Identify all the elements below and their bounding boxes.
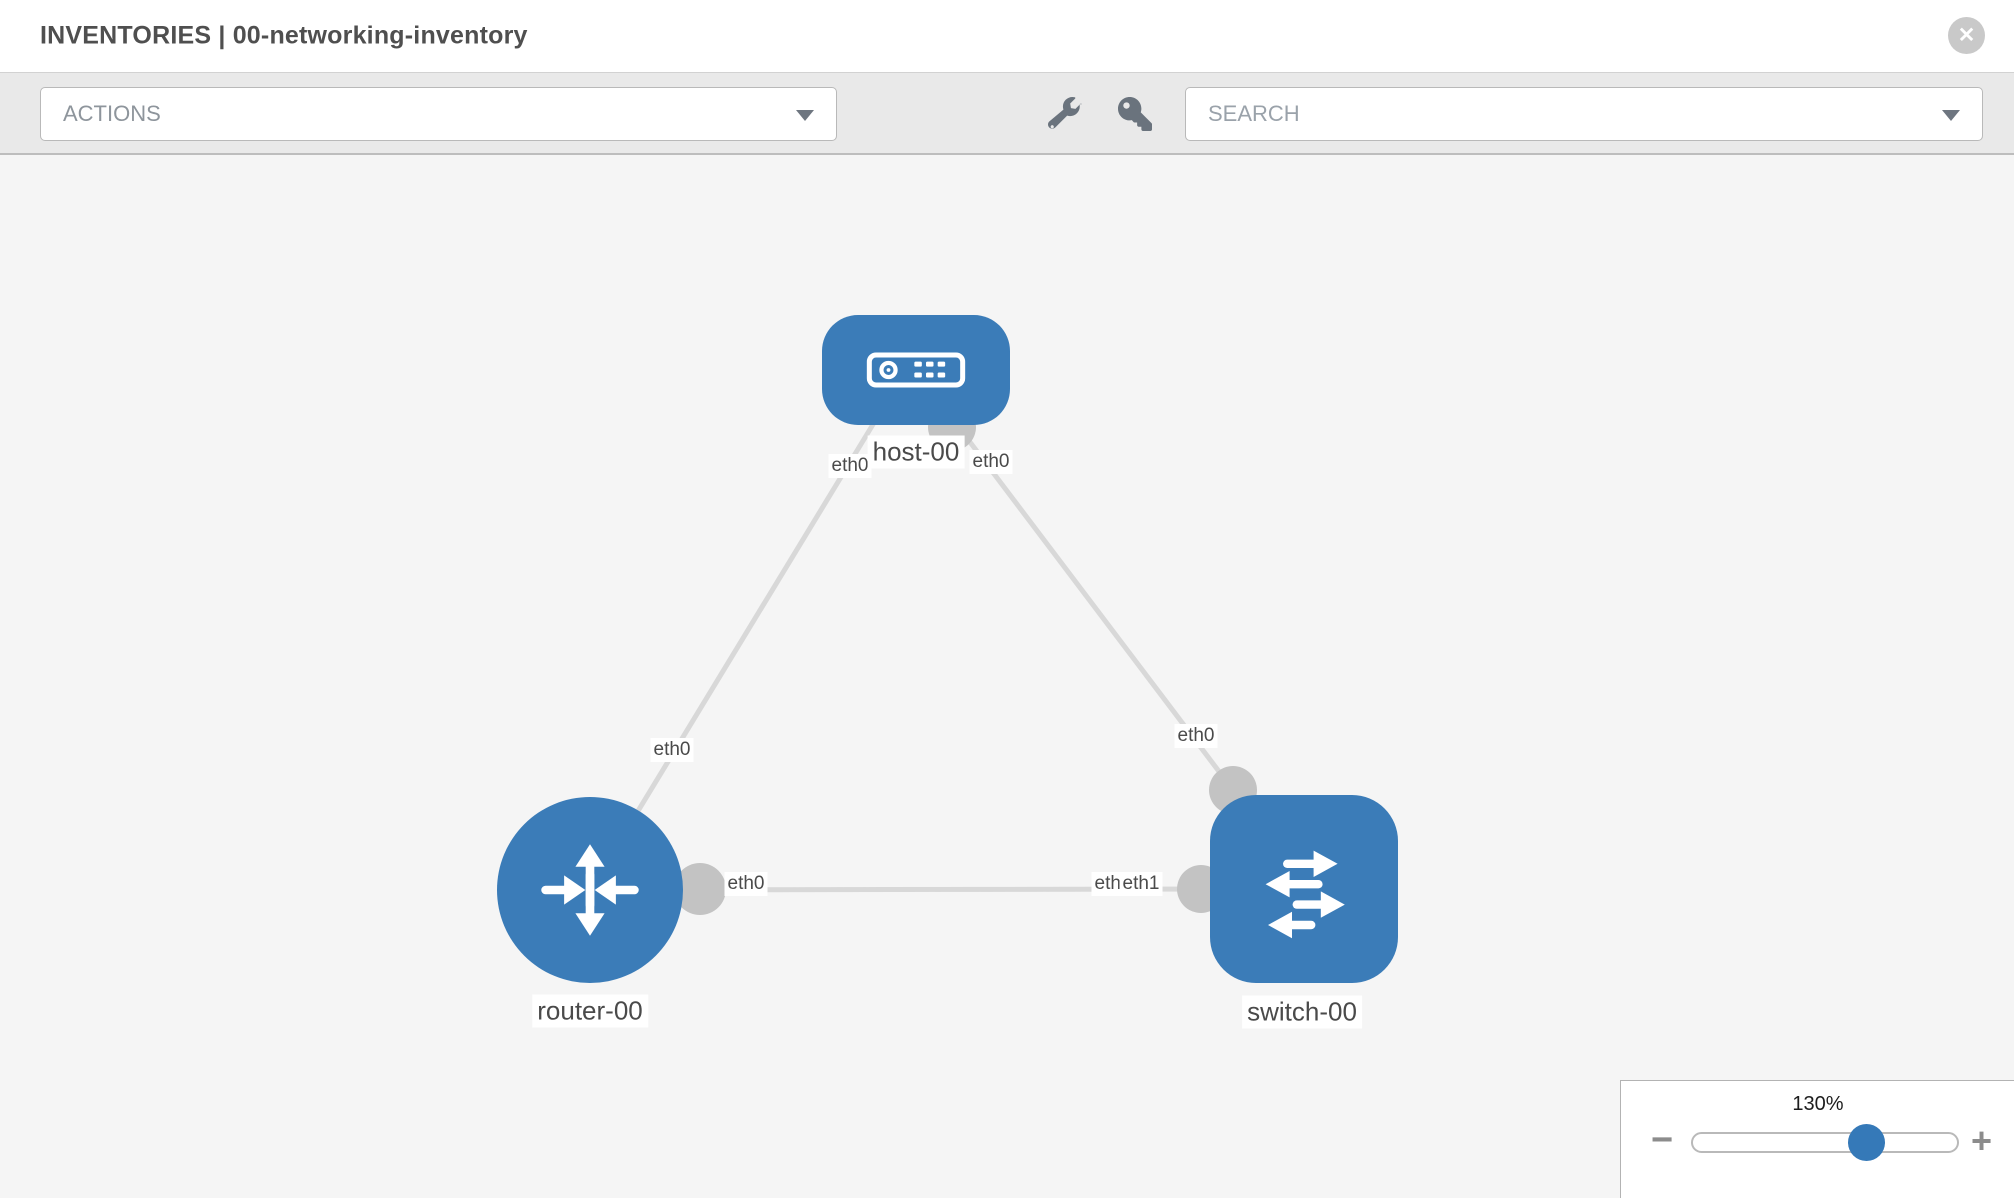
iface-label-horiz-router: eth0 bbox=[724, 872, 768, 896]
switch-icon bbox=[1265, 850, 1345, 939]
toolbar: ACTIONS bbox=[0, 72, 2014, 155]
link-host-router bbox=[587, 401, 889, 892]
host-icon bbox=[866, 352, 966, 388]
configure-button[interactable] bbox=[1046, 95, 1084, 133]
zoom-panel: 130% − + bbox=[1620, 1080, 2014, 1198]
node-label-router: router-00 bbox=[532, 994, 648, 1028]
page-title: INVENTORIES | 00-networking-inventory bbox=[40, 21, 528, 50]
node-label-switch: switch-00 bbox=[1242, 995, 1362, 1029]
iface-label-host-right: eth0 bbox=[969, 450, 1013, 474]
router-icon bbox=[541, 844, 639, 936]
search-input[interactable] bbox=[1208, 89, 1928, 139]
iface-label-host-left: eth0 bbox=[828, 454, 872, 478]
zoom-out-button[interactable]: − bbox=[1651, 1119, 1674, 1161]
node-switch-00[interactable] bbox=[1210, 795, 1398, 983]
actions-dropdown[interactable]: ACTIONS bbox=[40, 87, 837, 141]
chevron-down-icon bbox=[796, 110, 814, 121]
topology-canvas[interactable]: eth0 eth0 eth0 eth0 eth0 eth0 eth1 host-… bbox=[0, 155, 2014, 1198]
node-host-00[interactable] bbox=[822, 315, 1010, 425]
zoom-level-value: 130% bbox=[1792, 1093, 1844, 1115]
search-dropdown[interactable] bbox=[1185, 87, 1983, 141]
node-router-00[interactable] bbox=[497, 797, 683, 983]
header: INVENTORIES | 00-networking-inventory ✕ bbox=[0, 0, 2014, 72]
key-button[interactable] bbox=[1116, 95, 1154, 133]
zoom-slider-handle[interactable] bbox=[1848, 1124, 1885, 1161]
chevron-down-icon bbox=[1942, 110, 1960, 121]
close-icon[interactable]: ✕ bbox=[1948, 17, 1985, 54]
iface-label-horiz-switch-front: eth1 bbox=[1119, 872, 1163, 896]
iface-label-router-diag: eth0 bbox=[650, 738, 694, 762]
zoom-slider[interactable] bbox=[1691, 1124, 1959, 1161]
topology-links-layer bbox=[587, 401, 1257, 915]
wrench-icon bbox=[1048, 97, 1082, 129]
iface-label-switch-diag: eth0 bbox=[1174, 724, 1218, 748]
actions-dropdown-label: ACTIONS bbox=[63, 101, 161, 126]
interface-stub bbox=[674, 863, 726, 915]
zoom-in-button[interactable]: + bbox=[1971, 1120, 1993, 1161]
node-label-host: host-00 bbox=[867, 435, 965, 469]
key-icon bbox=[1118, 97, 1152, 131]
